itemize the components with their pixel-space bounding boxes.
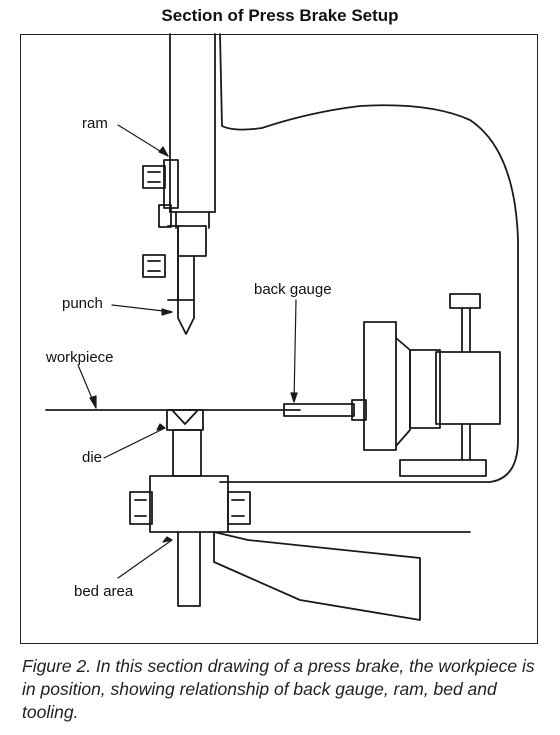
label-ram: ram xyxy=(82,115,108,132)
punch xyxy=(177,255,195,335)
die xyxy=(166,409,204,477)
back-gauge xyxy=(283,293,501,477)
figure-frame xyxy=(20,34,538,644)
label-die: die xyxy=(82,449,102,466)
label-bed-area: bed area xyxy=(74,583,134,600)
press-brake-diagram: ram punch workpiece die bed area back ga… xyxy=(45,33,519,621)
figure-caption: Figure 2. In this section drawing of a p… xyxy=(22,656,535,722)
bed-leader xyxy=(117,539,173,579)
back-gauge-leader xyxy=(293,299,297,403)
bed xyxy=(129,475,471,621)
figure-title: Section of Press Brake Setup xyxy=(161,6,399,25)
die-leader xyxy=(103,427,166,459)
label-punch: punch xyxy=(62,295,103,312)
label-back-gauge: back gauge xyxy=(254,281,332,298)
ram xyxy=(169,33,216,229)
punch-holder xyxy=(142,159,207,301)
frame-outline xyxy=(219,33,519,483)
label-workpiece: workpiece xyxy=(45,349,114,366)
